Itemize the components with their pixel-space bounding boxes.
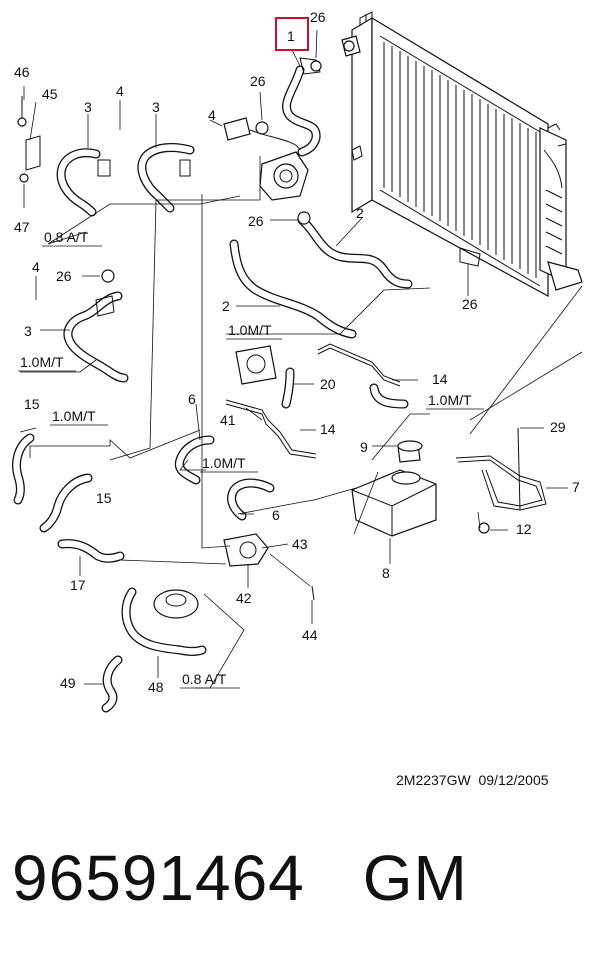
part-number: 96591464: [12, 842, 305, 914]
callout-9[interactable]: 9: [360, 439, 368, 455]
thermostat-housing: [223, 117, 309, 201]
callout-6[interactable]: 6: [188, 391, 196, 407]
water-outlet: [223, 533, 315, 601]
hose-7: [455, 427, 547, 534]
callout-29[interactable]: 29: [550, 419, 566, 435]
spec-label: 1.0M/T: [52, 408, 96, 424]
hose-3-lower: [63, 269, 129, 383]
callout-48[interactable]: 48: [148, 679, 164, 695]
highlight-box: [275, 17, 309, 51]
callout-1[interactable]: 1: [287, 28, 295, 44]
oil-cooler: [101, 587, 207, 713]
part-number-line: 96591464 GM: [12, 838, 468, 918]
callouts: 1 26 26 26 26 26 46 45 47 3 3 3 4 4 4 2 …: [14, 9, 580, 695]
callout-7[interactable]: 7: [572, 479, 580, 495]
expansion-tank: [351, 440, 437, 537]
callout-26[interactable]: 26: [56, 268, 72, 284]
callout-45[interactable]: 45: [42, 86, 58, 102]
drawing-code: 2M2237GW 09/12/2005: [396, 772, 549, 788]
callout-2[interactable]: 2: [356, 205, 364, 221]
spec-labels: 0.8 A/T 1.0M/T 1.0M/T 1.0M/T 1.0M/T 1.0M…: [18, 229, 484, 689]
spec-label: 0.8 A/T: [182, 671, 227, 687]
callout-26[interactable]: 26: [248, 213, 264, 229]
spec-label: 1.0M/T: [20, 354, 64, 370]
hose-2-upper: [297, 211, 481, 289]
heater-hoses-3: [17, 96, 195, 217]
hose-17: [57, 539, 125, 563]
hose-2-lower: [229, 239, 357, 339]
callout-44[interactable]: 44: [302, 627, 318, 643]
callout-2[interactable]: 2: [222, 298, 230, 314]
callout-14[interactable]: 14: [432, 371, 448, 387]
callout-4[interactable]: 4: [208, 107, 216, 123]
callout-17[interactable]: 17: [70, 577, 86, 593]
callout-26[interactable]: 26: [250, 73, 266, 89]
callout-3[interactable]: 3: [84, 99, 92, 115]
cooling-system-diagram: 1 26 26 26 26 26 46 45 47 3 3 3 4 4 4 2 …: [12, 9, 583, 713]
callout-26[interactable]: 26: [462, 296, 478, 312]
callout-14[interactable]: 14: [320, 421, 336, 437]
hoses-14: [225, 343, 409, 459]
spec-label: 1.0M/T: [428, 392, 472, 408]
hoses-15: [12, 433, 93, 533]
callout-8[interactable]: 8: [382, 565, 390, 581]
callout-47[interactable]: 47: [14, 219, 30, 235]
callout-15[interactable]: 15: [96, 490, 112, 506]
callout-3[interactable]: 3: [24, 323, 32, 339]
throttle-body: [235, 345, 295, 409]
callout-15[interactable]: 15: [24, 396, 40, 412]
leader-lines: [19, 29, 583, 689]
callout-26[interactable]: 26: [310, 9, 326, 25]
spec-label: 1.0M/T: [202, 455, 246, 471]
upper-radiator-hose: [282, 57, 322, 157]
callout-49[interactable]: 49: [60, 675, 76, 691]
callout-4[interactable]: 4: [116, 83, 124, 99]
callout-20[interactable]: 20: [320, 376, 336, 392]
brand-name: GM: [362, 842, 468, 914]
callout-43[interactable]: 43: [292, 536, 308, 552]
callout-6[interactable]: 6: [272, 507, 280, 523]
callout-42[interactable]: 42: [236, 590, 252, 606]
callout-12[interactable]: 12: [516, 521, 532, 537]
spec-label: 0.8 A/T: [44, 229, 89, 245]
callout-3[interactable]: 3: [152, 99, 160, 115]
callout-46[interactable]: 46: [14, 64, 30, 80]
hoses-6: [174, 435, 275, 521]
callout-4[interactable]: 4: [32, 259, 40, 275]
spec-label: 1.0M/T: [228, 322, 272, 338]
radiator: [341, 11, 583, 298]
callout-41[interactable]: 41: [220, 412, 236, 428]
